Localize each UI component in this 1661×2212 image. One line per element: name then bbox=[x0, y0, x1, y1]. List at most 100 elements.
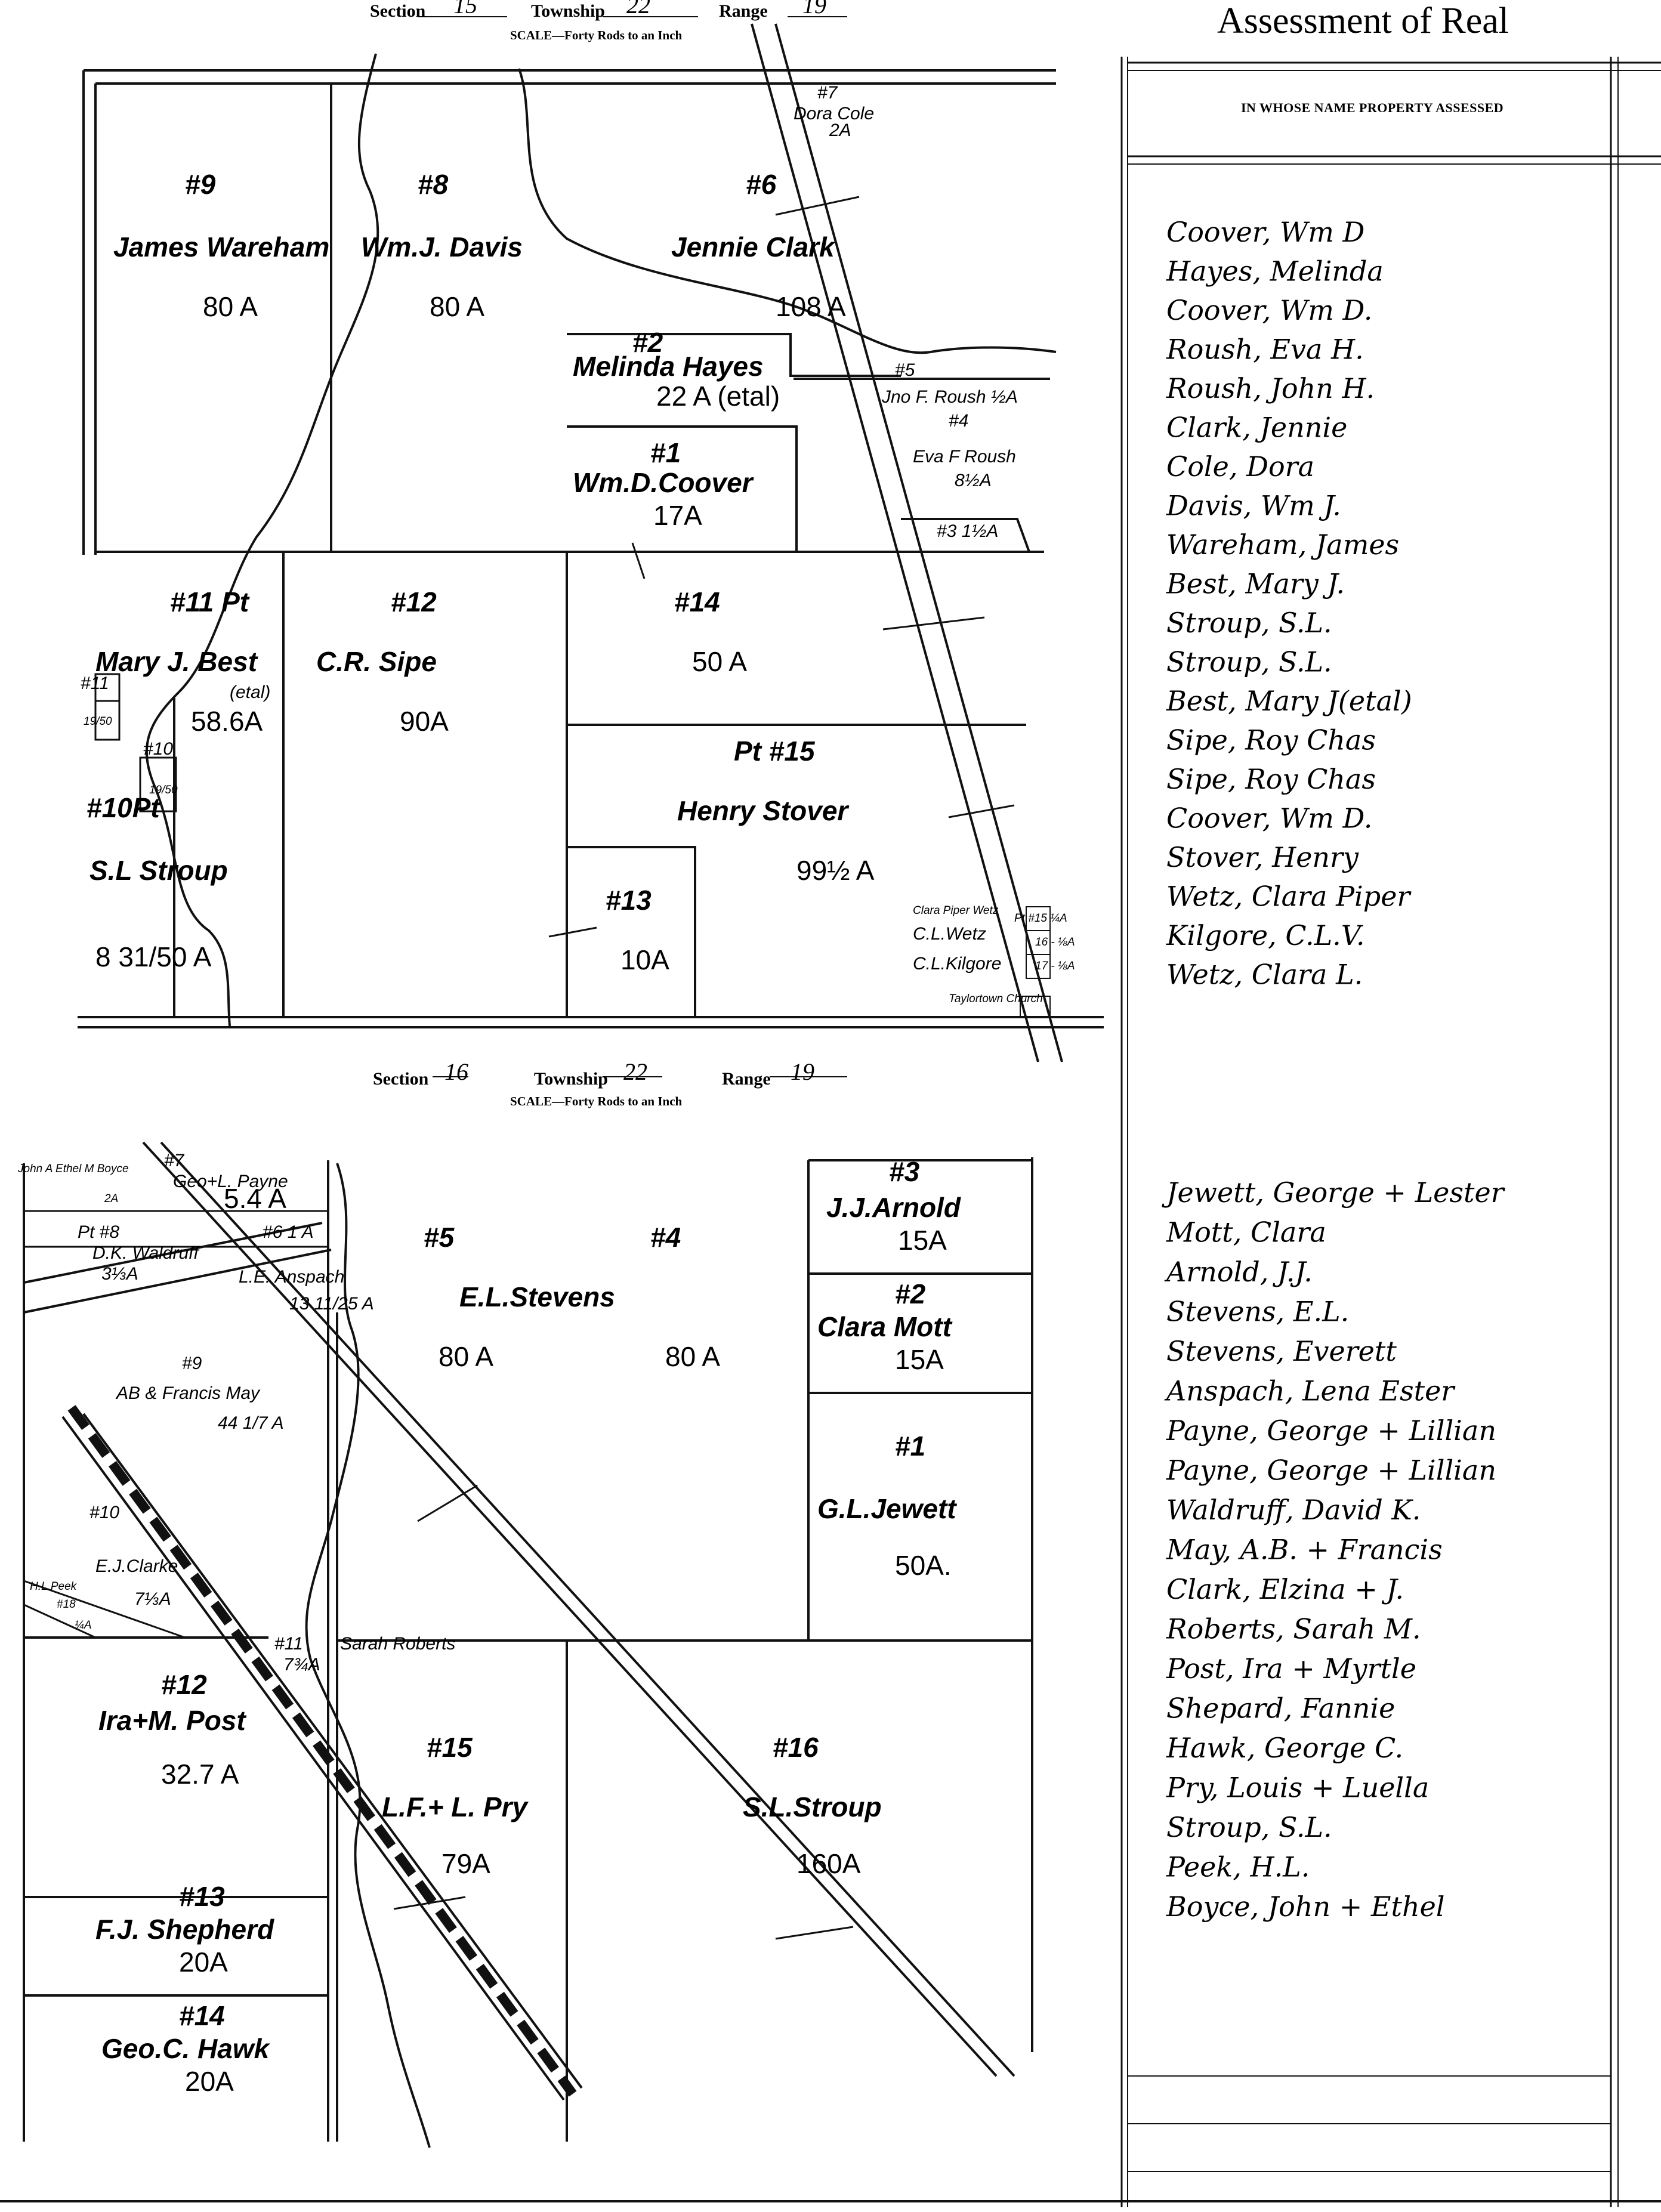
owner-name: Roush, John H. bbox=[1166, 372, 1375, 404]
parcel-owner: G.L.Jewett bbox=[817, 1493, 957, 1524]
parcel-number: #6 bbox=[746, 169, 777, 200]
parcel-owner: Melinda Hayes bbox=[573, 351, 764, 382]
parcel-acres: 79A bbox=[442, 1848, 490, 1879]
parcel-number: #3 1½A bbox=[937, 521, 998, 541]
owner-name: Stover, Henry bbox=[1166, 841, 1359, 873]
small-parcel-label: #10 bbox=[143, 739, 173, 759]
parcel-acres: 20A bbox=[185, 2066, 234, 2097]
parcel-owner: Geo.C. Hawk bbox=[101, 2033, 271, 2064]
parcel-acres: 8 31/50 A bbox=[95, 941, 212, 972]
small-parcel-label: #11 bbox=[81, 674, 109, 693]
parcel-acres: 7⅓A bbox=[134, 1589, 171, 1609]
owner-name: Wetz, Clara L. bbox=[1166, 959, 1363, 991]
parcel-number: Pt #15 bbox=[734, 736, 816, 767]
parcel-owner: Sarah Roberts bbox=[340, 1634, 455, 1654]
sec15-scale: SCALE—Forty Rods to an Inch bbox=[510, 28, 683, 42]
owner-name: Pry, Louis + Luella bbox=[1166, 1772, 1429, 1804]
parcel-acres: 8½A bbox=[955, 471, 992, 490]
shared-owner-stevens: E.L.Stevens bbox=[459, 1281, 615, 1312]
parcel-acres: 160A bbox=[796, 1848, 861, 1879]
small-parcel-label: 19/50 bbox=[84, 715, 112, 728]
parcel-owner: Jennie Clark bbox=[671, 231, 836, 262]
parcel-number: #3 bbox=[889, 1156, 920, 1187]
parcel-number: #14 bbox=[674, 586, 720, 617]
small-parcel-label: Pt #15 ¼A bbox=[1014, 912, 1067, 925]
parcel-acres: 2A bbox=[829, 121, 851, 140]
parcel-number: #10 bbox=[89, 1503, 119, 1522]
parcel-owner: C.R. Sipe bbox=[316, 646, 437, 677]
owner-name: Best, Mary J. bbox=[1166, 568, 1345, 600]
parcel-number: #11 bbox=[274, 1634, 303, 1654]
parcel-acres: 80 A bbox=[439, 1341, 493, 1372]
parcel-owner: Mary J. Best bbox=[95, 646, 258, 677]
sec15-range-number: 19 bbox=[802, 0, 826, 18]
document-title: Assessment of Real bbox=[1217, 1, 1509, 41]
parcel-number: #1 bbox=[650, 437, 681, 468]
sec16-township-label: Township bbox=[534, 1069, 608, 1089]
parcel-number: #8 bbox=[418, 169, 449, 200]
sec15-section-number: 15 bbox=[453, 0, 477, 18]
parcel-owner: Eva F Roush bbox=[913, 447, 1016, 467]
owner-name: Coover, Wm D. bbox=[1166, 802, 1372, 835]
parcel-owner: Jno F. Roush ½A bbox=[881, 387, 1018, 407]
small-parcel-label: C.L.Wetz bbox=[913, 924, 986, 944]
owner-name: Hayes, Melinda bbox=[1166, 255, 1384, 288]
parcel-acres: 15A bbox=[898, 1225, 947, 1256]
owner-name: Davis, Wm J. bbox=[1166, 490, 1341, 522]
owner-name: Wareham, James bbox=[1166, 529, 1399, 561]
sec16-section-number: 16 bbox=[444, 1058, 468, 1085]
parcel-acres: 50A. bbox=[895, 1550, 952, 1581]
small-parcel-label: 16 - ⅛A bbox=[1035, 936, 1075, 949]
owner-name: Coover, Wm D bbox=[1166, 216, 1364, 248]
owner-name: Wetz, Clara Piper bbox=[1166, 881, 1412, 913]
owner-name: Shepard, Fannie bbox=[1166, 1692, 1395, 1725]
owner-name: Hawk, George C. bbox=[1166, 1732, 1403, 1764]
parcel-number: #9 bbox=[182, 1354, 202, 1373]
parcel-owner: L.E. Anspach bbox=[239, 1267, 344, 1287]
owner-name: Stroup, S.L. bbox=[1166, 607, 1332, 639]
parcel-owner: S.L Stroup bbox=[89, 855, 228, 886]
parcel-number: #1 bbox=[895, 1431, 925, 1462]
parcel-owner: Clara Mott bbox=[817, 1311, 953, 1342]
owner-name: Boyce, John + Ethel bbox=[1166, 1890, 1445, 1923]
parcel-acres: 44 1/7 A bbox=[218, 1413, 284, 1433]
parcel-owner: D.K. Waldruff bbox=[92, 1243, 200, 1263]
small-parcel-label: Clara Piper Wetz bbox=[913, 904, 999, 917]
owner-name: Sipe, Roy Chas bbox=[1166, 763, 1376, 795]
parcel-acres: 13 11/25 A bbox=[289, 1294, 374, 1314]
parcel-acres: 80 A bbox=[203, 291, 258, 322]
parcel-acres: 17A bbox=[653, 500, 702, 531]
owner-name: Stroup, S.L. bbox=[1166, 646, 1332, 678]
parcel-number: #10Pt bbox=[87, 792, 160, 823]
sec16-range-number: 19 bbox=[791, 1058, 814, 1085]
parcel-number: #13 bbox=[606, 885, 652, 916]
owner-name: Payne, George + Lillian bbox=[1166, 1414, 1496, 1447]
parcel-acres: 80 A bbox=[665, 1341, 720, 1372]
owner-name: Payne, George + Lillian bbox=[1166, 1454, 1496, 1487]
owner-name: Roberts, Sarah M. bbox=[1166, 1613, 1421, 1645]
owner-name: Waldruff, David K. bbox=[1166, 1494, 1421, 1526]
owner-name: Kilgore, C.L.V. bbox=[1166, 919, 1365, 951]
owner-name: Jewett, George + Lester bbox=[1162, 1176, 1506, 1209]
owner-name: Roush, Eva H. bbox=[1166, 333, 1364, 366]
owner-name: Clark, Jennie bbox=[1166, 412, 1347, 444]
parcel-number: #13 bbox=[179, 1881, 225, 1912]
parcel-owner: Wm.D.Coover bbox=[573, 467, 754, 498]
parcel-number: Pt #8 bbox=[78, 1222, 119, 1242]
parcel-number: #9 bbox=[185, 169, 216, 200]
owner-name: Best, Mary J(etal) bbox=[1166, 685, 1412, 717]
parcel-acres: 58.6A bbox=[191, 706, 263, 737]
owner-name: Post, Ira + Myrtle bbox=[1166, 1652, 1416, 1685]
parcel-owner: J.J.Arnold bbox=[826, 1192, 961, 1223]
parcel-acres: 7¾A bbox=[283, 1655, 320, 1675]
small-parcel-label: C.L.Kilgore bbox=[913, 954, 1001, 974]
parcel-acres: ¼A bbox=[75, 1619, 92, 1632]
parcel-acres: 3⅓A bbox=[101, 1264, 138, 1284]
owner-name: Anspach, Lena Ester bbox=[1164, 1375, 1456, 1407]
column-header: IN WHOSE NAME PROPERTY ASSESSED bbox=[1241, 100, 1503, 115]
parcel-number: #12 bbox=[391, 586, 437, 617]
owner-name: May, A.B. + Francis bbox=[1166, 1534, 1443, 1566]
owner-name: Stroup, S.L. bbox=[1166, 1811, 1332, 1843]
